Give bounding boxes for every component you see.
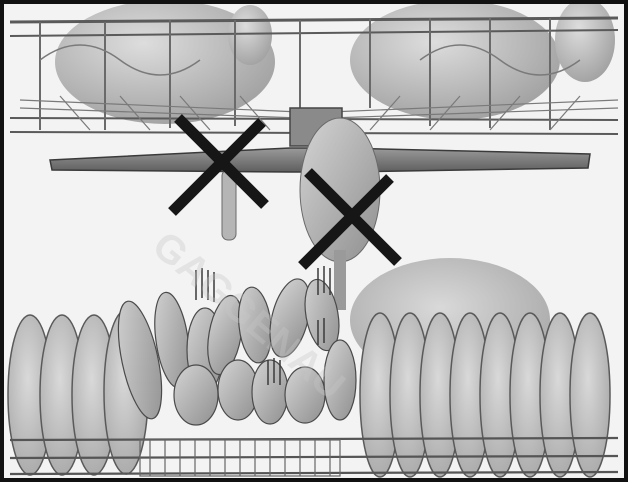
lower-plates-right: [360, 313, 610, 477]
